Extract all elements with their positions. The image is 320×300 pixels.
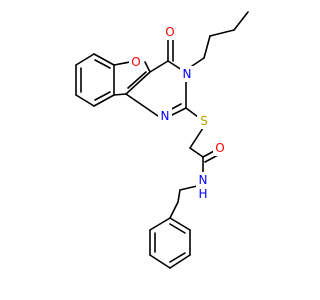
atom-label: N — [183, 67, 192, 81]
atom-nh: N H — [196, 172, 210, 201]
bond — [75, 53, 95, 66]
atom-label: S — [200, 114, 208, 128]
bond — [203, 35, 211, 59]
bond — [169, 201, 179, 219]
bond — [185, 107, 199, 118]
bond — [169, 254, 191, 269]
bond — [177, 189, 181, 203]
bond — [149, 254, 171, 269]
atom-s: S — [197, 113, 211, 129]
bond — [233, 11, 249, 31]
bond — [189, 147, 204, 158]
atom-o-amide: O — [213, 140, 227, 156]
atom-o-carbonyl: O — [163, 24, 177, 40]
bond — [189, 127, 204, 149]
bond — [93, 53, 115, 66]
molecule-diagram: O O N N S O N H — [75, 11, 249, 269]
bond — [149, 60, 169, 73]
bond — [125, 93, 159, 117]
atom-label: N — [161, 109, 170, 123]
atom-label: O — [165, 25, 174, 39]
bond — [75, 94, 95, 107]
atom-n1: N — [158, 108, 172, 124]
bond — [191, 57, 205, 67]
bond — [113, 61, 131, 66]
bond — [94, 91, 111, 101]
bond — [169, 107, 187, 117]
bond — [127, 71, 147, 89]
atom-label: N — [199, 173, 208, 187]
bond — [167, 60, 183, 71]
atom-o-furan: O — [129, 54, 143, 70]
bond — [179, 185, 198, 191]
bond — [113, 93, 127, 96]
bond — [169, 223, 186, 234]
bond-layer — [75, 11, 249, 269]
bond — [169, 252, 186, 263]
bond — [204, 154, 219, 163]
bond — [93, 94, 115, 107]
atom-label: O — [215, 141, 224, 155]
atom-n3: N — [180, 66, 194, 82]
bond — [125, 71, 151, 95]
atom-label: O — [131, 55, 140, 69]
bond — [94, 59, 111, 69]
bond — [149, 217, 171, 231]
bond — [144, 61, 151, 73]
atom-label-layer: O O N N S O N H — [129, 24, 227, 201]
atom-label: H — [198, 187, 207, 201]
bond — [209, 29, 235, 37]
bond — [169, 217, 191, 231]
